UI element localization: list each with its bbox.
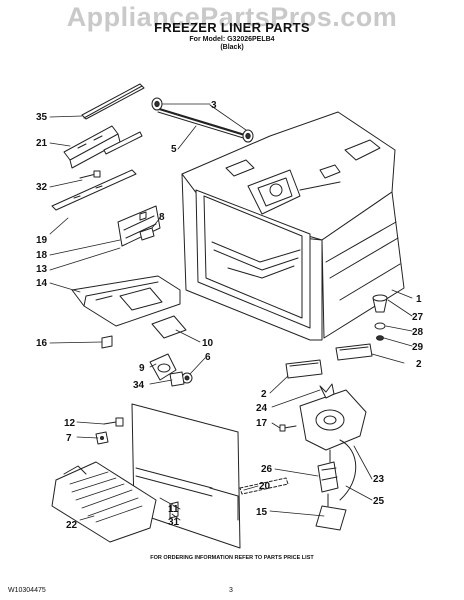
callout-22: 22 xyxy=(66,520,78,531)
callout-2-right: 2 xyxy=(416,359,422,370)
part-24-fan-blade xyxy=(319,383,335,399)
part-23-fan-housing xyxy=(299,389,367,451)
part-19-rail xyxy=(51,169,137,211)
callout-10: 10 xyxy=(202,338,214,349)
part-11-cover-panel xyxy=(131,403,241,549)
part-3-bushing-right xyxy=(242,129,254,143)
part-9-damper xyxy=(149,353,177,381)
callout-26: 26 xyxy=(261,464,273,475)
callout-15: 15 xyxy=(256,507,268,518)
part-8-clip xyxy=(139,227,155,241)
ordering-info: FOR ORDERING INFORMATION REFER TO PARTS … xyxy=(150,555,314,561)
callout-29: 29 xyxy=(412,342,424,353)
part-28-washer xyxy=(374,322,386,330)
callout-7: 7 xyxy=(66,433,72,444)
callout-19: 19 xyxy=(36,235,48,246)
callout-20: 20 xyxy=(259,481,271,492)
callout-32: 32 xyxy=(36,182,48,193)
callout-8: 8 xyxy=(159,212,165,223)
callout-9: 9 xyxy=(139,363,145,374)
model-line: For Model: G32026PELB4 xyxy=(189,36,275,43)
part-5-shaft xyxy=(154,106,251,141)
callout-2-left: 2 xyxy=(261,389,267,400)
part-25-harness xyxy=(339,439,357,501)
callout-6: 6 xyxy=(205,352,211,363)
callout-11: 11 xyxy=(168,504,179,515)
part-32-screw xyxy=(79,170,101,179)
part-35-rail xyxy=(81,83,145,120)
callout-5: 5 xyxy=(171,144,177,155)
callout-17: 17 xyxy=(256,418,268,429)
part-29-seal xyxy=(376,335,384,341)
part-18-cover xyxy=(117,205,161,247)
callout-24: 24 xyxy=(256,403,268,414)
part-21-bracket xyxy=(63,125,143,169)
callout-13: 13 xyxy=(36,264,48,275)
part-17-screw xyxy=(279,424,297,432)
part-7-clip xyxy=(95,431,109,445)
callout-27: 27 xyxy=(412,312,424,323)
callout-labels: 35 21 32 19 18 13 14 16 9 34 12 7 22 3 5… xyxy=(36,100,424,531)
page-title: FREEZER LINER PARTS xyxy=(154,20,310,35)
part-10-pad xyxy=(151,315,187,339)
part-3-bushing-left xyxy=(151,97,163,111)
part-14-duct xyxy=(71,275,181,327)
part-22-grille xyxy=(51,461,157,543)
callout-21: 21 xyxy=(36,138,48,149)
callout-31: 31 xyxy=(168,517,180,528)
part-15-bracket xyxy=(315,493,347,531)
callout-18: 18 xyxy=(36,250,48,261)
part-34-fitting xyxy=(169,371,185,387)
callout-34: 34 xyxy=(133,380,145,391)
part-26-motor xyxy=(317,449,339,493)
callout-35: 35 xyxy=(36,112,48,123)
part-20-rail xyxy=(239,477,289,495)
document-part-number: W10304475 xyxy=(8,587,46,594)
part-16-clip xyxy=(101,335,113,349)
part-2-filter-right xyxy=(335,343,373,361)
freezer-liner xyxy=(181,111,405,341)
callout-28: 28 xyxy=(412,327,424,338)
leader-lines xyxy=(49,103,413,521)
color-line: (Black) xyxy=(220,44,244,51)
callout-23: 23 xyxy=(373,474,385,485)
callout-3: 3 xyxy=(211,100,217,111)
callout-12: 12 xyxy=(64,418,76,429)
callout-25: 25 xyxy=(373,496,385,507)
part-2-filter-left xyxy=(285,359,323,379)
page-number: 3 xyxy=(229,587,233,594)
part-27-knob xyxy=(372,294,388,313)
callout-14: 14 xyxy=(36,278,48,289)
callout-1: 1 xyxy=(416,294,422,305)
watermark: AppliancePartsPros.com xyxy=(66,2,398,32)
callout-16: 16 xyxy=(36,338,48,349)
part-12-screw xyxy=(103,417,124,427)
